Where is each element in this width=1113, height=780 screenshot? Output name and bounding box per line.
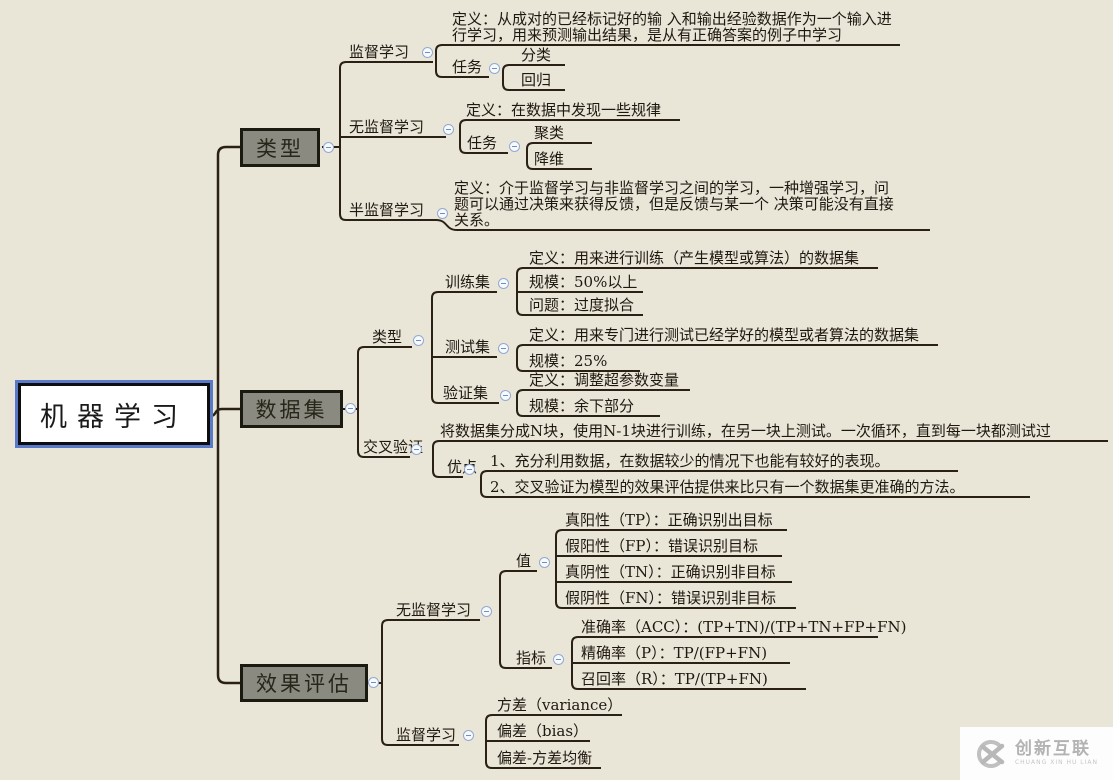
watermark: 创新互联 CHUANG XIN HU LIAN [960, 727, 1113, 780]
collapse-icon[interactable] [481, 606, 492, 617]
node-dataset[interactable]: 数据集 [240, 390, 343, 428]
node-dataset-type[interactable]: 类型 [372, 328, 403, 346]
node-classification[interactable]: 分类 [521, 46, 552, 64]
node-eval-unsupervised[interactable]: 无监督学习 [396, 601, 472, 619]
collapse-icon[interactable] [345, 403, 356, 414]
collapse-icon[interactable] [463, 730, 474, 741]
node-eval-supervised[interactable]: 监督学习 [396, 726, 457, 744]
node-values[interactable]: 值 [516, 552, 532, 570]
node-dim-reduction[interactable]: 降维 [534, 150, 565, 168]
node-unsupervised-definition[interactable]: 定义：在数据中发现一些规律 [466, 101, 662, 119]
collapse-icon[interactable] [539, 557, 550, 568]
node-unsupervised[interactable]: 无监督学习 [349, 118, 425, 136]
collapse-icon[interactable] [437, 208, 448, 219]
node-recall[interactable]: 召回率（R）：TP/(TP+FN) [581, 670, 768, 688]
collapse-icon[interactable] [323, 142, 334, 153]
node-test-scale[interactable]: 规模：25% [529, 352, 608, 370]
node-unsupervised-task[interactable]: 任务 [467, 134, 498, 152]
collapse-icon[interactable] [509, 141, 520, 152]
node-regression[interactable]: 回归 [521, 71, 552, 89]
node-false-positive[interactable]: 假阳性（FP）：错误识别目标 [565, 537, 759, 555]
collapse-icon[interactable] [413, 335, 424, 346]
node-validation-scale[interactable]: 规模：余下部分 [529, 397, 635, 415]
node-cross-validation-description[interactable]: 将数据集分成N块，使用N-1块进行训练，在另一块上测试。一次循环，直到每一块都测… [440, 422, 1051, 440]
watermark-title: 创新互联 [1014, 739, 1091, 759]
node-advantage-1[interactable]: 1、充分利用数据，在数据较少的情况下也能有较好的表现。 [490, 452, 890, 470]
collapse-icon[interactable] [464, 464, 475, 475]
collapse-icon[interactable] [498, 343, 509, 354]
node-precision[interactable]: 精确率（P）：TP/(FP+FN) [581, 644, 768, 662]
node-evaluation[interactable]: 效果评估 [240, 664, 368, 702]
collapse-icon[interactable] [489, 63, 500, 74]
node-semi-supervised-definition[interactable]: 定义：介于监督学习与非监督学习之间的学习，一种增强学习，问题可以通过决策来获得反… [454, 179, 894, 229]
node-semi-supervised[interactable]: 半监督学习 [349, 201, 425, 219]
node-validation-set[interactable]: 验证集 [443, 384, 489, 402]
watermark-logo-icon [976, 739, 1005, 768]
node-root[interactable]: 机器学习 [15, 380, 213, 448]
collapse-icon[interactable] [411, 444, 422, 455]
node-test-set[interactable]: 测试集 [445, 338, 491, 356]
node-supervised-task[interactable]: 任务 [452, 58, 483, 76]
node-metrics[interactable]: 指标 [516, 649, 547, 667]
node-type[interactable]: 类型 [240, 128, 320, 167]
node-test-definition[interactable]: 定义：用来专门进行测试已经学好的模型或者算法的数据集 [529, 326, 920, 344]
collapse-icon[interactable] [498, 278, 509, 289]
node-supervised[interactable]: 监督学习 [349, 43, 410, 61]
node-cross-validation[interactable]: 交叉验证 [363, 438, 424, 456]
collapse-icon[interactable] [500, 390, 511, 401]
node-false-negative[interactable]: 假阴性（FN）：错误识别非目标 [565, 589, 777, 607]
collapse-icon[interactable] [553, 654, 564, 665]
node-variance[interactable]: 方差（variance） [497, 696, 623, 714]
collapse-icon[interactable] [422, 47, 433, 58]
node-true-positive[interactable]: 真阳性（TP）：正确识别出目标 [565, 511, 773, 529]
node-bias-variance-tradeoff[interactable]: 偏差-方差均衡 [497, 749, 593, 767]
node-supervised-definition[interactable]: 定义：从成对的已经标记好的输 入和输出经验数据作为一个输入进行学习，用来预测输出… [452, 10, 892, 44]
collapse-icon[interactable] [368, 677, 379, 688]
watermark-subtitle: CHUANG XIN HU LIAN [1014, 759, 1099, 766]
node-training-set[interactable]: 训练集 [445, 273, 491, 291]
node-training-problem[interactable]: 问题：过度拟合 [529, 296, 635, 314]
collapse-icon[interactable] [443, 124, 454, 135]
node-validation-definition[interactable]: 定义：调整超参数变量 [529, 371, 680, 389]
node-clustering[interactable]: 聚类 [534, 124, 565, 142]
node-training-scale[interactable]: 规模：50%以上 [529, 273, 638, 291]
node-accuracy[interactable]: 准确率（ACC）：(TP+TN)/(TP+TN+FP+FN) [581, 618, 907, 636]
node-training-definition[interactable]: 定义：用来进行训练（产生模型或算法）的数据集 [529, 249, 860, 267]
node-true-negative[interactable]: 真阴性（TN）：正确识别非目标 [565, 563, 776, 581]
node-bias[interactable]: 偏差（bias） [497, 722, 589, 740]
node-advantage-2[interactable]: 2、交叉验证为模型的效果评估提供来比只有一个数据集更准确的方法。 [490, 478, 965, 496]
